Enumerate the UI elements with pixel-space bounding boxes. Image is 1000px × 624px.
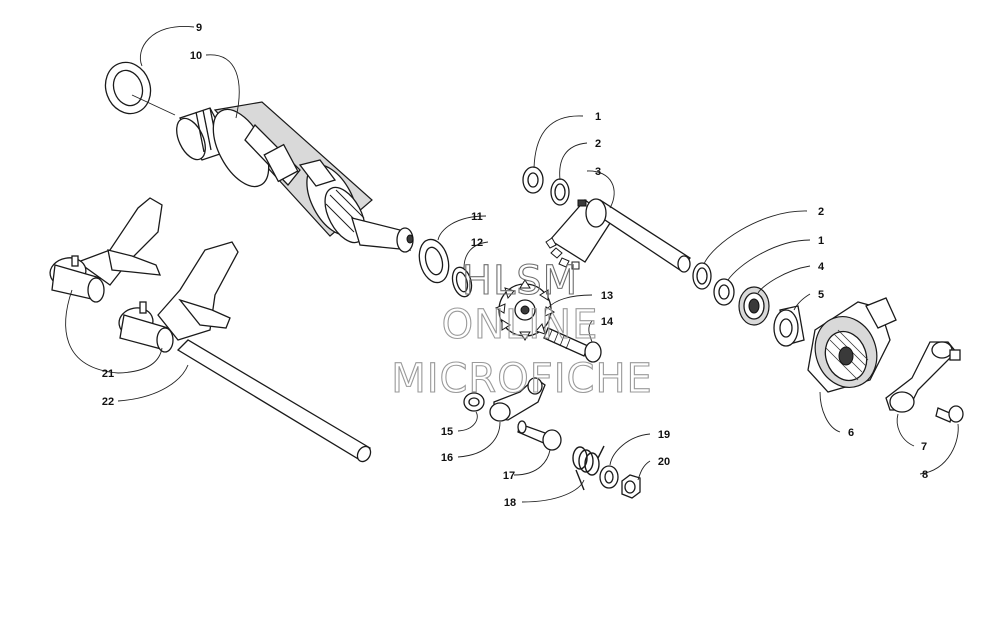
part-22-fork-shaft (176, 339, 372, 463)
part-8-bolt (935, 405, 964, 423)
leader-lines (65, 25, 959, 503)
part-5-bushing (773, 305, 805, 347)
part-13-star-gear (494, 279, 556, 341)
callout-13: 13 (601, 290, 613, 302)
part-20-nut (621, 474, 641, 499)
part-6-sensor-housing (807, 297, 897, 393)
part-17-pin (517, 420, 562, 451)
callout-3: 3 (595, 166, 601, 178)
callout-1: 1 (595, 111, 601, 123)
callout-19: 19 (658, 429, 670, 441)
callout-17: 17 (503, 470, 515, 482)
callout-20: 20 (658, 456, 670, 468)
callout-1-right: 1 (818, 235, 824, 247)
callout-9: 9 (196, 22, 202, 34)
part-10-shift-drum (176, 101, 414, 253)
part-12-clip (451, 266, 473, 298)
callout-2: 2 (595, 138, 601, 150)
part-19-washer (599, 465, 619, 489)
callout-5: 5 (818, 289, 824, 301)
callout-11: 11 (471, 211, 483, 223)
watermark-line-3: MICROFICHE (391, 356, 653, 402)
part-7-lever (885, 341, 961, 413)
callout-labels: 9 10 1 2 3 2 1 4 5 6 7 8 11 12 13 14 15 … (102, 22, 928, 509)
callout-22: 22 (102, 396, 114, 408)
callout-15: 15 (441, 426, 453, 438)
callout-14: 14 (601, 316, 614, 328)
watermark-line-2: ONLINE (442, 302, 599, 348)
part-1-washer (522, 166, 544, 194)
part-18-spring (572, 445, 605, 491)
callout-10: 10 (190, 50, 202, 62)
callout-7: 7 (921, 441, 927, 453)
part-9-washer (104, 61, 152, 115)
callout-2-right: 2 (818, 206, 824, 218)
part-15-washer (463, 392, 485, 412)
part-4-bearing (738, 286, 770, 326)
callout-21: 21 (102, 368, 114, 380)
part-1-washer-right (713, 278, 735, 306)
callout-16: 16 (441, 452, 453, 464)
callout-6: 6 (848, 427, 854, 439)
callout-8: 8 (922, 469, 928, 481)
part-16-stopper-arm (489, 377, 546, 422)
watermark-line-1: HLSM (462, 258, 578, 304)
part-2-clip (550, 178, 570, 206)
part-21-shift-forks (49, 197, 239, 353)
watermark: HLSM ONLINE MICROFICHE (391, 257, 653, 402)
callout-12: 12 (471, 237, 483, 249)
callout-18: 18 (504, 497, 516, 509)
part-3-gear-shaft (545, 198, 691, 273)
callout-4: 4 (818, 261, 825, 273)
part-11-washer (418, 238, 450, 284)
part-14-bolt (543, 327, 602, 363)
part-2-clip-right (692, 262, 712, 290)
